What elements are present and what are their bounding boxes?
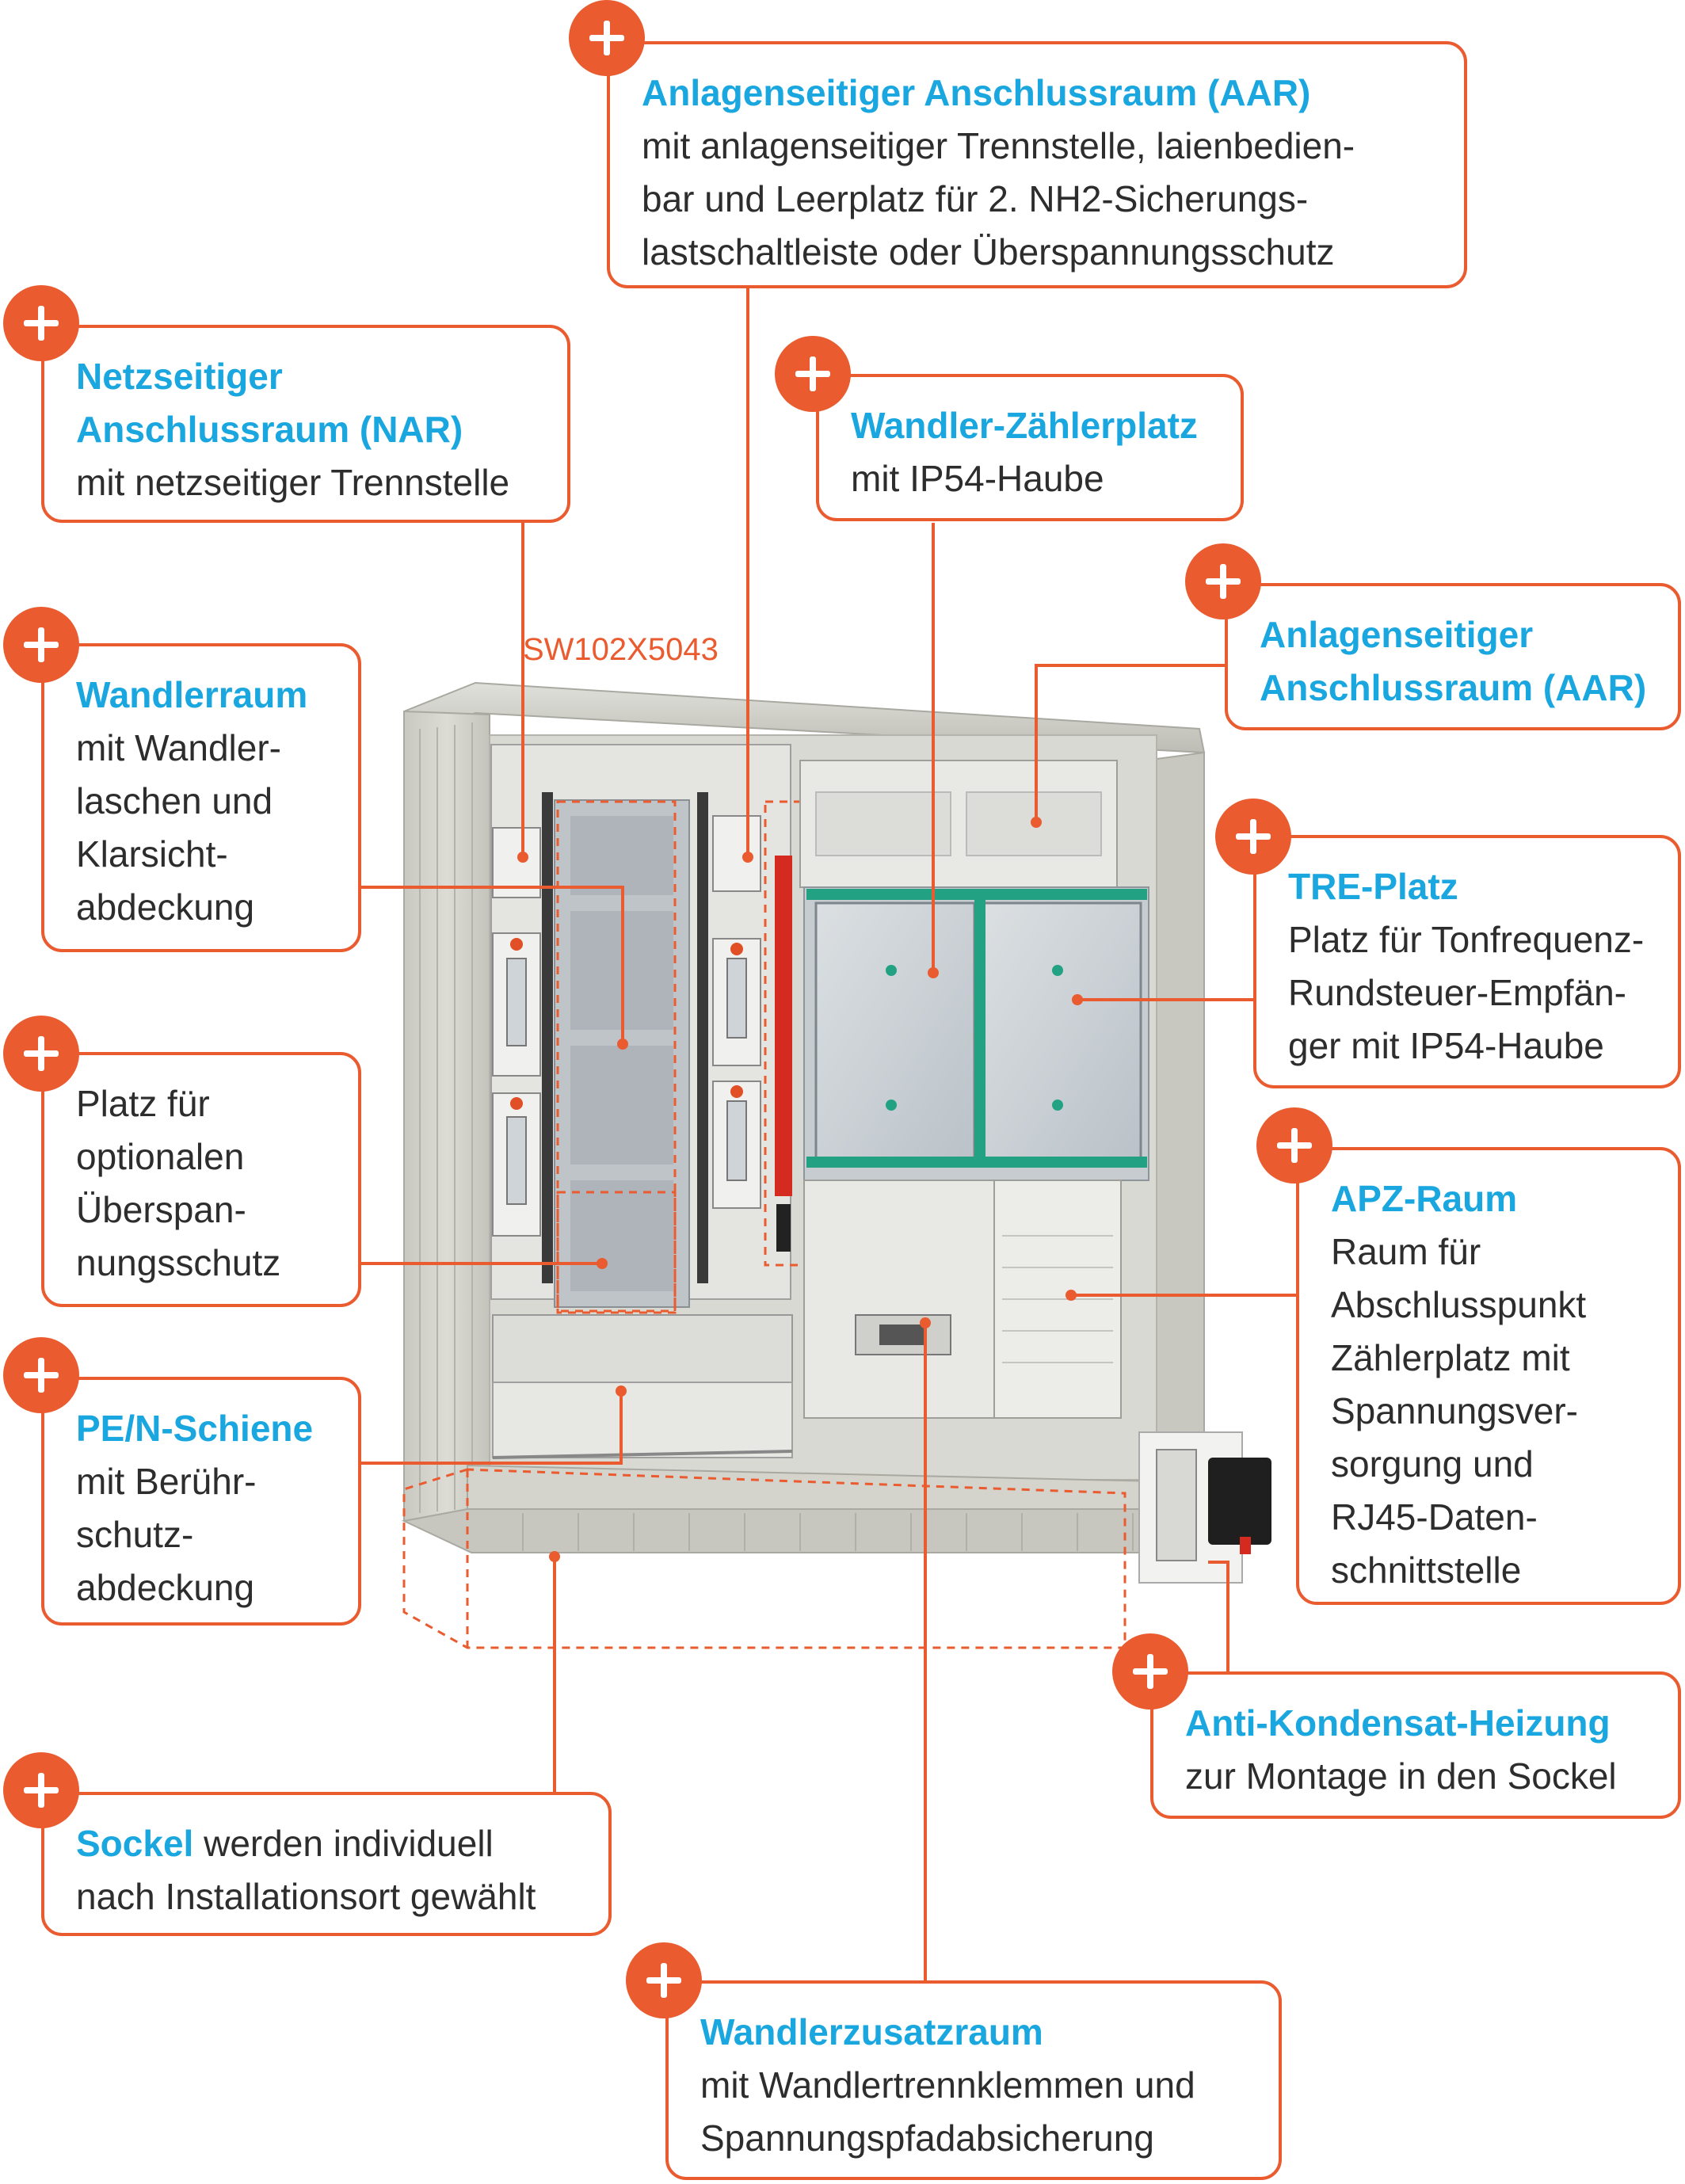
callout-aar-top-title: Anlagenseitiger Anschlussraum (AAR) [642, 72, 1311, 113]
callout-wandlerzusatzraum-line-2: Spannungspfadabsicherung [700, 2117, 1154, 2159]
plus-icon[interactable] [1256, 1107, 1332, 1183]
leader-lines [358, 285, 1298, 1980]
plus-icon[interactable] [3, 1016, 79, 1092]
plus-icon[interactable] [1112, 1633, 1188, 1709]
callout-sockel: Sockel werden individuell nach Installat… [41, 1792, 612, 1936]
callout-wandlerraum-title: Wandlerraum [76, 674, 308, 715]
callout-ueberspannung-line-4: nungsschutz [76, 1242, 281, 1283]
callout-tre-platz-line-3: ger mit IP54-Haube [1288, 1025, 1604, 1066]
callout-apz-raum-line-3: Zählerplatz mit [1331, 1337, 1570, 1378]
callout-ueberspannung-line-3: Überspan- [76, 1189, 246, 1230]
plus-icon[interactable] [3, 1752, 79, 1828]
callout-wandlerzusatzraum-title: Wandlerzusatzraum [700, 2011, 1043, 2053]
product-code: SW102X5043 [523, 632, 719, 667]
plus-icon[interactable] [1185, 543, 1261, 619]
callout-wandlerraum-line-4: abdeckung [76, 886, 255, 928]
callout-ueberspannung-line-2: optionalen [76, 1136, 245, 1177]
callout-nar: Netzseitiger Anschlussraum (NAR) mit net… [41, 325, 570, 523]
plus-icon[interactable] [775, 336, 851, 412]
plus-icon[interactable] [3, 285, 79, 361]
compartment-outlines [402, 800, 1127, 1649]
callout-heizung: Anti-Kondensat-Heizung zur Montage in de… [1150, 1671, 1681, 1819]
callout-wandlerraum: Wandlerraum mit Wandler- laschen und Kla… [41, 643, 361, 952]
callout-pe-n-schiene-line-2: schutz- [76, 1514, 194, 1555]
callout-pe-n-schiene-line-1: mit Berühr- [76, 1461, 257, 1502]
callout-wandlerraum-line-1: mit Wandler- [76, 727, 281, 768]
callout-apz-raum-title: APZ-Raum [1331, 1178, 1518, 1219]
callout-wandler-zaehlerplatz: Wandler-Zählerplatz mit IP54-Haube [816, 374, 1244, 521]
heater-module [1138, 1431, 1271, 1584]
callout-apz-raum-line-5: sorgung und [1331, 1443, 1534, 1485]
plus-icon[interactable] [626, 1942, 702, 2018]
callout-wandler-zaehlerplatz-title: Wandler-Zählerplatz [851, 405, 1198, 446]
callout-nar-title-1: Netzseitiger [76, 356, 283, 397]
plus-icon[interactable] [3, 607, 79, 683]
plus-icon[interactable] [1215, 799, 1291, 875]
callout-ueberspannung: Platz für optionalen Überspan- nungsschu… [41, 1052, 361, 1307]
callout-wandlerzusatzraum-line-1: mit Wandlertrennklemmen und [700, 2064, 1195, 2106]
callout-aar-right: Anlagenseitiger Anschlussraum (AAR) [1225, 583, 1681, 730]
callout-nar-title-2: Anschlussraum (NAR) [76, 409, 463, 450]
meter-compartment [799, 760, 1149, 1419]
callout-tre-platz-title: TRE-Platz [1288, 866, 1458, 907]
plus-icon[interactable] [569, 0, 645, 76]
callout-wandlerraum-line-3: Klarsicht- [76, 833, 228, 875]
callout-aar-right-title-1: Anlagenseitiger [1260, 614, 1534, 655]
callout-apz-raum-line-6: RJ45-Daten- [1331, 1496, 1538, 1538]
callout-apz-raum-line-7: schnittstelle [1331, 1549, 1522, 1591]
callout-wandlerraum-line-2: laschen und [76, 780, 273, 821]
callout-aar-right-title-2: Anschlussraum (AAR) [1260, 667, 1647, 708]
callout-ueberspannung-line-1: Platz für [76, 1083, 210, 1124]
callout-wandler-zaehlerplatz-line-1: mit IP54-Haube [851, 458, 1104, 499]
callout-wandlerzusatzraum: Wandlerzusatzraum mit Wandlertrennklemme… [665, 1980, 1282, 2180]
callout-aar-top-line-2: bar und Leerplatz für 2. NH2-Sicherungs- [642, 178, 1309, 219]
callout-aar-top-line-1: mit anlagenseitiger Trennstelle, laienbe… [642, 125, 1355, 166]
callout-nar-line-1: mit netzseitiger Trennstelle [76, 462, 510, 503]
callout-apz-raum-line-1: Raum für [1331, 1231, 1481, 1272]
callout-apz-raum-line-4: Spannungsver- [1331, 1390, 1578, 1431]
callout-sockel-rest: werden individuell [193, 1823, 494, 1864]
callout-sockel-title: Sockel [76, 1823, 194, 1864]
plus-icon[interactable] [3, 1337, 79, 1413]
callout-tre-platz: TRE-Platz Platz für Tonfrequenz- Rundste… [1253, 835, 1681, 1088]
callout-aar-top: Anlagenseitiger Anschlussraum (AAR) mit … [607, 41, 1467, 288]
callout-pe-n-schiene-title: PE/N-Schiene [76, 1408, 314, 1449]
callout-heizung-title: Anti-Kondensat-Heizung [1185, 1702, 1611, 1744]
callout-heizung-line-1: zur Montage in den Sockel [1185, 1755, 1617, 1797]
callout-apz-raum: APZ-Raum Raum für Abschlusspunkt Zählerp… [1296, 1147, 1681, 1605]
callout-tre-platz-line-1: Platz für Tonfrequenz- [1288, 919, 1645, 960]
callout-tre-platz-line-2: Rundsteuer-Empfän- [1288, 972, 1626, 1013]
callout-pe-n-schiene-line-3: abdeckung [76, 1567, 255, 1608]
callout-apz-raum-line-2: Abschlusspunkt [1331, 1284, 1587, 1325]
callout-aar-top-line-3: lastschaltleiste oder Überspannungsschut… [642, 231, 1335, 273]
callout-sockel-line-1: nach Installationsort gewählt [76, 1876, 536, 1917]
callout-pe-n-schiene: PE/N-Schiene mit Berühr- schutz- abdecku… [41, 1377, 361, 1626]
